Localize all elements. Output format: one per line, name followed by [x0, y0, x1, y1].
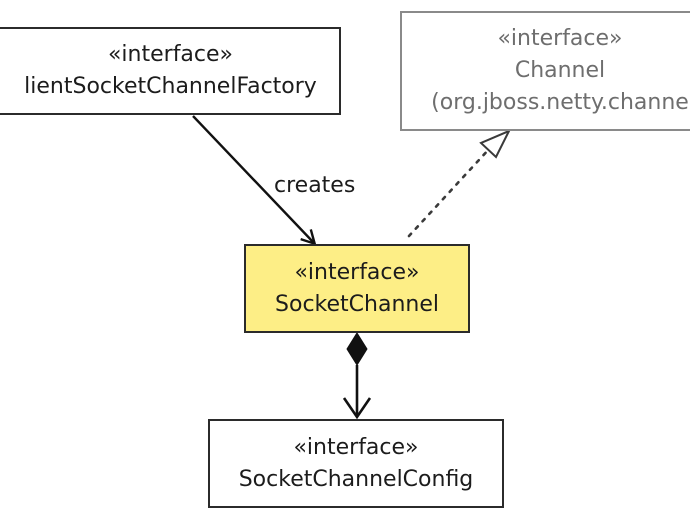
channel-node: «interface» Channel (org.jboss.netty.cha… [400, 11, 690, 131]
node-stereotype: «interface» [294, 259, 420, 285]
composition-arrowhead-icon [342, 397, 372, 420]
node-name: SocketChannelConfig [238, 466, 474, 492]
node-stereotype: «interface» [107, 42, 234, 67]
socket-channel-config-node: «interface» SocketChannelConfig [208, 419, 504, 508]
realization-triangle-icon [479, 129, 512, 159]
creates-dependency-line [192, 115, 314, 243]
client-socket-channel-factory-node: «interface» lientSocketChannelFactory [0, 27, 341, 115]
socket-channel-node: «interface» SocketChannel [244, 244, 470, 333]
composition-diamond-icon [346, 332, 368, 366]
creates-edge-label: creates [274, 173, 356, 198]
node-name: SocketChannel [275, 291, 439, 317]
node-stereotype: «interface» [497, 26, 623, 51]
node-package: (org.jboss.netty.channe [431, 90, 689, 115]
node-stereotype: «interface» [293, 434, 419, 460]
node-name: lientSocketChannelFactory [24, 74, 317, 99]
node-name: Channel [514, 58, 606, 83]
realization-line [407, 146, 492, 238]
